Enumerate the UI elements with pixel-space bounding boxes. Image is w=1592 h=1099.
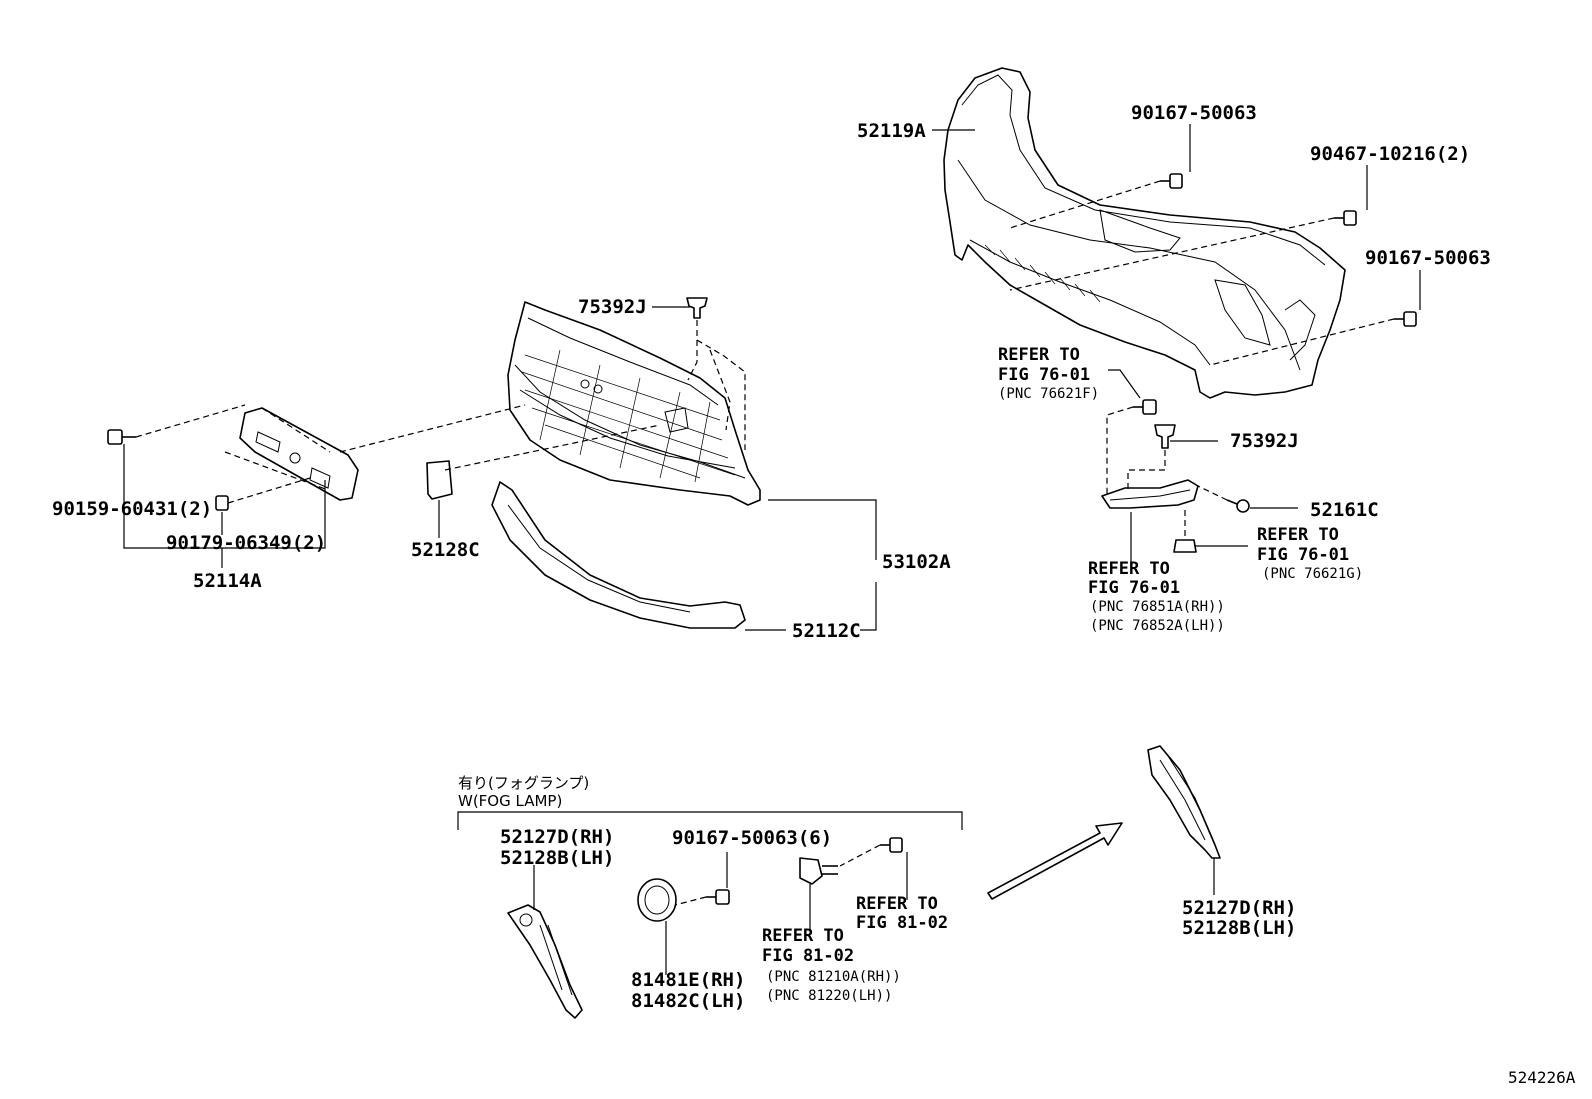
- refer-pnc-76621F: (PNC 76621F): [998, 386, 1099, 402]
- refer-label-line1: REFER TO: [998, 345, 1080, 365]
- clip-90167-top-drawing: [1160, 173, 1183, 189]
- label-90167-50063-top: 90167-50063: [1131, 102, 1257, 124]
- label-90167-50063-right: 90167-50063: [1365, 247, 1491, 269]
- label-75392J-left: 75392J: [578, 296, 647, 318]
- refer-pnc-76851A: (PNC 76851A(RH)): [1090, 599, 1225, 615]
- label-52127D: 52127D(RH): [500, 826, 614, 848]
- label-81481E: 81481E(RH): [631, 969, 745, 991]
- label-52128B-detail: 52128B(LH): [1182, 917, 1296, 939]
- detail-arrow: [987, 822, 1123, 900]
- refer-label-line1: REFER TO: [1257, 525, 1339, 545]
- refer-label-line1: REFER TO: [762, 926, 844, 946]
- label-90167-50063-fog: 90167-50063(6): [672, 827, 832, 849]
- clip-90467-drawing: [1334, 210, 1357, 226]
- fog-lamp-drawing: [799, 857, 838, 885]
- fog-cover-drawing: [507, 904, 583, 1019]
- hole-cover-52128C-drawing: [426, 460, 453, 500]
- label-81482C: 81482C(LH): [631, 990, 745, 1012]
- screw-52161C-drawing: [1226, 499, 1250, 513]
- label-52112C: 52112C: [792, 620, 861, 642]
- fog-group-label-en: W(FOG LAMP): [458, 792, 562, 810]
- label-53102A: 53102A: [882, 551, 951, 573]
- license-bracket-drawing: [239, 407, 359, 501]
- nut-90179-drawing: [215, 495, 229, 511]
- label-52161C: 52161C: [1310, 499, 1379, 521]
- clip-76621F-drawing: [1133, 399, 1157, 415]
- label-75392J-right: 75392J: [1230, 430, 1299, 452]
- label-52114A: 52114A: [193, 570, 262, 592]
- radiator-grille-drawing: [507, 301, 761, 506]
- label-52128C: 52128C: [411, 539, 480, 561]
- fog-bezel-81481E-drawing: [637, 878, 677, 922]
- refer-label-line2: FIG 81-02: [762, 946, 854, 966]
- fog-group-label-jp: 有り(フォグランプ): [458, 774, 589, 792]
- refer-label-line2: FIG 76-01: [1088, 578, 1180, 598]
- screw-fog-lamp-drawing: [880, 837, 903, 853]
- label-90179-06349: 90179-06349(2): [166, 532, 326, 554]
- label-90467-10216: 90467-10216(2): [1310, 143, 1470, 165]
- bolt-90159-drawing: [107, 429, 136, 445]
- bumper-cover-upper-drawing: [943, 67, 1346, 399]
- label-52119A: 52119A: [857, 120, 926, 142]
- label-52127D-detail: 52127D(RH): [1182, 897, 1296, 919]
- bumper-side-garnish-drawing: [1101, 479, 1199, 509]
- refer-pnc-76621G: (PNC 76621G): [1262, 566, 1363, 582]
- refer-pnc-81220: (PNC 81220(LH)): [766, 988, 892, 1004]
- clip-75392J-right-drawing: [1154, 424, 1176, 449]
- fog-lamp-group-bracket: [457, 811, 963, 830]
- clip-76621G-drawing: [1173, 539, 1197, 553]
- grille-molding-drawing: [491, 481, 746, 629]
- clip-90167-fog-drawing: [706, 889, 730, 905]
- refer-label-line2: FIG 76-01: [1257, 545, 1349, 565]
- label-52128B: 52128B(LH): [500, 847, 614, 869]
- refer-label-line1: REFER TO: [856, 894, 938, 914]
- clip-90167-right-drawing: [1394, 311, 1417, 327]
- label-90159-60431: 90159-60431(2): [52, 498, 212, 520]
- refer-label-line2: FIG 81-02: [856, 913, 948, 933]
- refer-pnc-81210A: (PNC 81210A(RH)): [766, 969, 901, 985]
- refer-label-line1: REFER TO: [1088, 559, 1170, 579]
- refer-pnc-76852A: (PNC 76852A(LH)): [1090, 618, 1225, 634]
- refer-label-line2: FIG 76-01: [998, 365, 1090, 385]
- clip-75392J-left-drawing: [686, 297, 708, 319]
- detail-fog-cover-drawing: [1147, 745, 1221, 859]
- diagram-id: 524226A: [1508, 1068, 1576, 1087]
